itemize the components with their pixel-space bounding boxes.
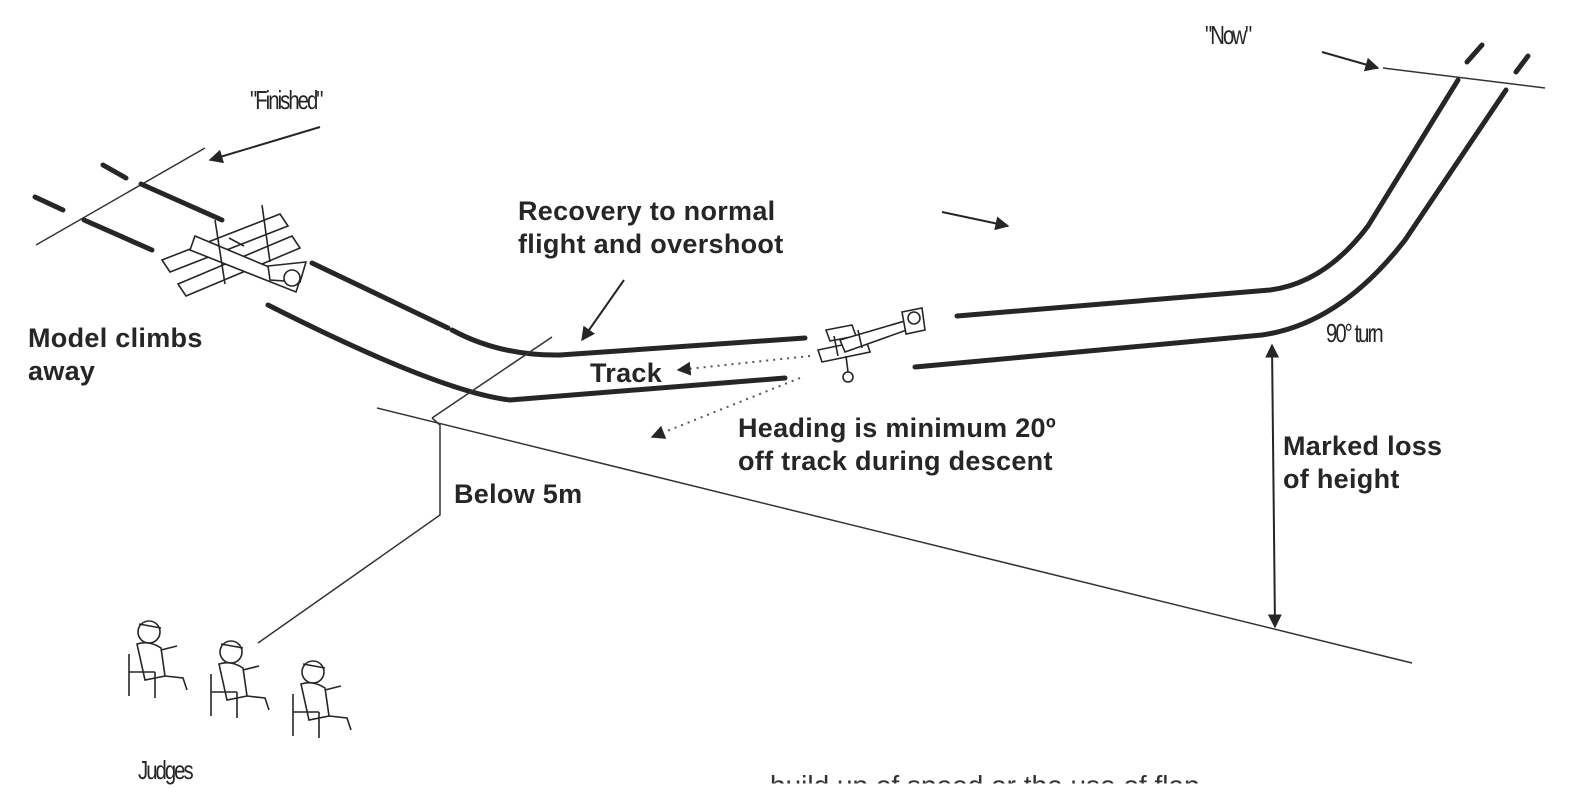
judges-label: Judges	[138, 755, 194, 785]
track-dotted-arrow	[676, 355, 811, 376]
direction-arrow	[941, 211, 1010, 231]
judge-figure-icon	[128, 620, 352, 738]
now-line	[1382, 67, 1546, 89]
caption-cutoff: build up of speed or the use of flap	[770, 770, 1200, 801]
below-5m-gate	[431, 336, 553, 419]
ground-line	[376, 407, 1413, 664]
marked-loss-label: Marked loss of height	[1283, 431, 1443, 494]
now-arrow	[1321, 51, 1380, 72]
heading-label: Heading is minimum 20º off track during …	[738, 413, 1057, 476]
turn-label: 90° turn	[1326, 318, 1384, 348]
judge-sight-line	[257, 417, 441, 644]
height-arrow	[1265, 343, 1282, 629]
finish-line	[35, 147, 206, 246]
now-label: "Now"	[1205, 20, 1252, 50]
model-climbs-label: Model climbs away	[28, 323, 203, 386]
below-5m-label: Below 5m	[454, 479, 583, 509]
biplane-descending-icon	[816, 307, 926, 383]
track-lower-edge	[81, 53, 1531, 403]
finished-label: "Finished"	[250, 85, 323, 115]
track-upper-edge	[32, 42, 1485, 358]
biplane-climbing-icon	[160, 204, 308, 297]
recovery-arrow	[581, 279, 625, 342]
finished-arrow	[208, 126, 321, 164]
track-label: Track	[590, 358, 663, 388]
recovery-label: Recovery to normal flight and overshoot	[518, 196, 784, 259]
